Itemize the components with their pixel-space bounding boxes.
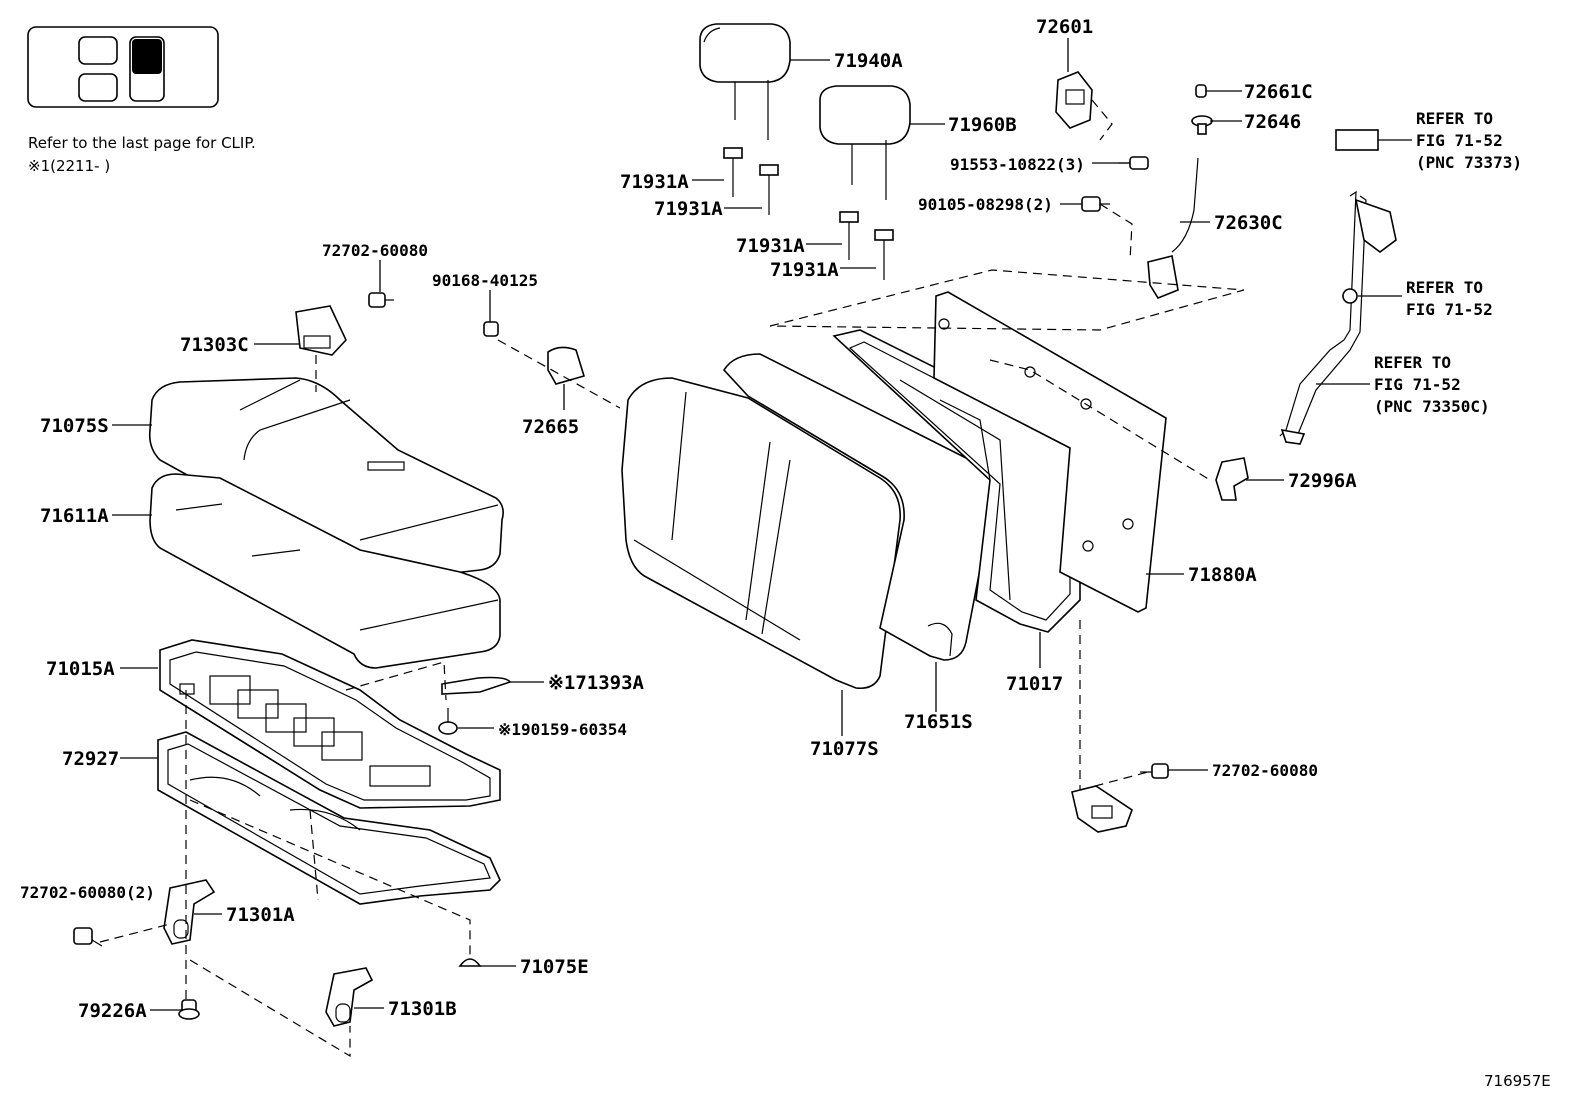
reference-notes: REFER TO FIG 71-52 (PNC 73373) REFER TO … <box>1374 109 1522 416</box>
label-71017: 71017 <box>1006 673 1063 695</box>
code-note: ※1(2211- ) <box>28 157 110 175</box>
cable-72630c <box>1147 157 1199 299</box>
label-72927: 72927 <box>62 748 119 770</box>
clip-72646 <box>1191 115 1213 135</box>
bolt-90168 <box>483 321 499 337</box>
label-72702-top: 72702-60080 <box>322 241 428 260</box>
bolt-90105 <box>1081 196 1110 212</box>
bolt-72702-left <box>73 927 103 947</box>
label-72702-right: 72702-60080 <box>1212 761 1318 780</box>
label-71931a-3: 71931A <box>736 235 805 257</box>
label-90168: 90168-40125 <box>432 271 538 290</box>
label-72630c: 72630C <box>1214 212 1283 234</box>
label-71303c: 71303C <box>180 334 249 356</box>
bolt-72702-top <box>368 292 394 308</box>
clip-note: Refer to the last page for CLIP. <box>28 134 256 152</box>
under-pan-72927 <box>157 731 501 905</box>
part-labels: 71940A 71960B 71931A 71931A 71931A 71931… <box>20 16 1357 1022</box>
seat-pad-71611a <box>149 473 501 669</box>
hinge-lower-right <box>1071 785 1133 833</box>
label-72665: 72665 <box>522 416 579 438</box>
label-71075e: 71075E <box>520 956 589 978</box>
label-71651s: 71651S <box>904 711 973 733</box>
hinge-71303c <box>295 305 347 356</box>
ref-2-line1: REFER TO <box>1406 278 1483 297</box>
cover-72665 <box>547 346 586 385</box>
label-71880a: 71880A <box>1188 564 1257 586</box>
label-71077s: 71077S <box>810 738 879 760</box>
label-71960b: 71960B <box>948 114 1017 136</box>
seatback-cover-71077s <box>621 377 901 690</box>
label-79226a: 79226A <box>78 1000 147 1022</box>
label-71393a: ※171393A <box>548 672 645 694</box>
headrest-supports <box>723 147 894 280</box>
hinge-71301b <box>325 967 374 1027</box>
leader-lines <box>112 38 1412 1011</box>
ref-2-line2: FIG 71-52 <box>1406 300 1493 319</box>
ref-3-line2: FIG 71-52 <box>1374 375 1461 394</box>
label-71931a-2: 71931A <box>654 198 723 220</box>
label-72996a: 72996A <box>1288 470 1357 492</box>
label-71931a-4: 71931A <box>770 259 839 281</box>
hook-72996a <box>1215 457 1249 501</box>
seatback-frame-71017 <box>832 329 1081 633</box>
label-90105: 90105-08298(2) <box>918 195 1053 214</box>
cap-72661c <box>1195 84 1207 98</box>
ref-3-line1: REFER TO <box>1374 353 1451 372</box>
label-71931a-1: 71931A <box>620 171 689 193</box>
seat-belt-assembly <box>1279 129 1397 445</box>
bracket-72601 <box>1055 71 1093 129</box>
label-71301b: 71301B <box>388 998 457 1020</box>
clip-71075e <box>458 958 482 967</box>
ref-1-line1: REFER TO <box>1416 109 1493 128</box>
seat-location-icon <box>27 26 219 108</box>
ref-1-line3: (PNC 73373) <box>1416 153 1522 172</box>
label-71940a: 71940A <box>834 50 903 72</box>
label-71611a: 71611A <box>40 505 109 527</box>
figure-code: 716957E <box>1484 1072 1551 1090</box>
headrest-71960b <box>819 85 911 200</box>
seat-frame-71015a <box>159 639 501 809</box>
assembly-lines <box>99 99 1245 1058</box>
stopper-79226a <box>178 999 200 1020</box>
clip-71393a <box>441 676 512 695</box>
label-72702-left: 72702-60080(2) <box>20 883 155 902</box>
label-72601: 72601 <box>1036 16 1093 38</box>
screw-90159 <box>438 708 458 735</box>
back-board-71880a <box>933 291 1167 613</box>
ref-1-line2: FIG 71-52 <box>1416 131 1503 150</box>
headrest-71940a <box>699 23 791 140</box>
seatback-pad-71651s <box>722 353 995 661</box>
ref-3-line3: (PNC 73350C) <box>1374 397 1490 416</box>
label-90159: ※190159-60354 <box>498 720 627 739</box>
bolt-72702-right <box>1140 763 1169 779</box>
label-71015a: 71015A <box>46 658 115 680</box>
label-72646: 72646 <box>1244 111 1301 133</box>
label-91553: 91553-10822(3) <box>950 155 1085 174</box>
label-71075s: 71075S <box>40 415 109 437</box>
hinge-71301a <box>163 879 216 945</box>
label-71301a: 71301A <box>226 904 295 926</box>
label-72661c: 72661C <box>1244 81 1313 103</box>
